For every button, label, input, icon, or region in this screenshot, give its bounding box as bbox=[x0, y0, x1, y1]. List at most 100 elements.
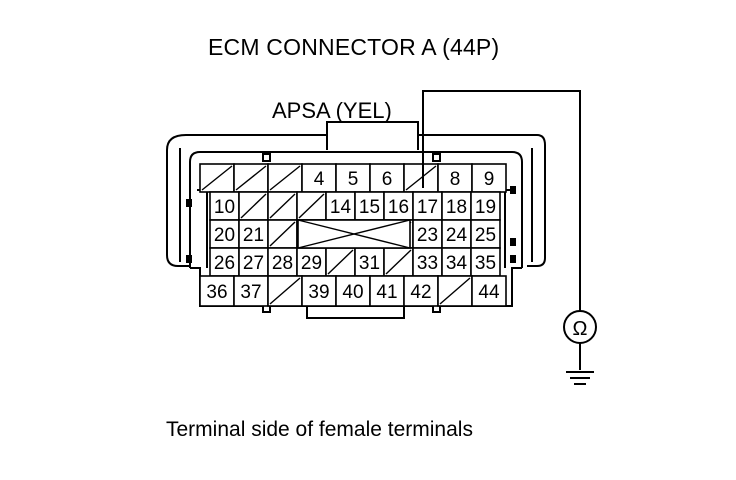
terminal-cell: 34 bbox=[441, 247, 472, 277]
terminal-cell bbox=[437, 275, 473, 307]
connector-title: ECM CONNECTOR A (44P) bbox=[208, 34, 500, 60]
terminal-number: 15 bbox=[359, 197, 380, 218]
terminal-number: 37 bbox=[240, 282, 261, 303]
terminal-cell: 4 bbox=[301, 163, 337, 193]
terminal-number: 26 bbox=[214, 253, 235, 274]
unused-terminal-slash bbox=[240, 193, 267, 219]
terminal-cell: 28 bbox=[267, 247, 298, 277]
housing-ticks bbox=[262, 153, 441, 313]
terminal-cell: 35 bbox=[470, 247, 501, 277]
terminal-cell: 39 bbox=[301, 275, 337, 307]
terminal-cell: 25 bbox=[470, 219, 501, 249]
terminal-number: 10 bbox=[214, 197, 235, 218]
terminal-cell: 15 bbox=[354, 191, 385, 221]
terminal-cell: 40 bbox=[335, 275, 371, 307]
terminal-number: 25 bbox=[475, 225, 496, 246]
unused-terminal-slash bbox=[269, 193, 296, 219]
terminal-number: 14 bbox=[330, 197, 352, 218]
terminal-cell: 17 bbox=[412, 191, 443, 221]
terminal-number: 28 bbox=[272, 253, 293, 274]
terminal-number: 33 bbox=[417, 253, 438, 274]
terminal-cell bbox=[383, 247, 414, 277]
terminal-cell: 24 bbox=[441, 219, 472, 249]
terminal-cell: 41 bbox=[369, 275, 405, 307]
terminal-number: 27 bbox=[243, 253, 264, 274]
terminal-cell: 42 bbox=[403, 275, 439, 307]
housing-latches bbox=[186, 186, 516, 263]
terminal-cell bbox=[267, 219, 298, 249]
terminal-cell: 37 bbox=[233, 275, 269, 307]
terminal-number: 19 bbox=[475, 197, 496, 218]
terminal-cell: 26 bbox=[209, 247, 240, 277]
unused-terminal-slash bbox=[327, 249, 354, 275]
terminal-number: 23 bbox=[417, 225, 438, 246]
unused-terminal-slash bbox=[269, 165, 301, 191]
terminal-cell: 20 bbox=[209, 219, 240, 249]
terminal-cell: 21 bbox=[238, 219, 269, 249]
terminal-number: 41 bbox=[376, 282, 397, 303]
terminal-cell bbox=[238, 191, 269, 221]
terminal-cell: 9 bbox=[471, 163, 507, 193]
wire-label: APSA (YEL) bbox=[272, 98, 392, 123]
terminal-cell: 29 bbox=[296, 247, 327, 277]
terminal-number: 24 bbox=[446, 225, 468, 246]
terminal-cell bbox=[267, 163, 303, 193]
terminal-cell: 5 bbox=[335, 163, 371, 193]
terminal-cell: 18 bbox=[441, 191, 472, 221]
terminal-number: 44 bbox=[478, 282, 500, 303]
view-caption: Terminal side of female terminals bbox=[166, 418, 473, 441]
terminal-cell bbox=[199, 163, 235, 193]
terminal-cell: 44 bbox=[471, 275, 507, 307]
unused-terminal-slash bbox=[405, 165, 437, 191]
terminal-cell: 36 bbox=[199, 275, 235, 307]
terminal-number: 36 bbox=[206, 282, 227, 303]
terminal-cell: 31 bbox=[354, 247, 385, 277]
terminal-number: 4 bbox=[314, 169, 325, 190]
terminal-number: 39 bbox=[308, 282, 329, 303]
terminal-cell: 16 bbox=[383, 191, 414, 221]
terminal-number: 17 bbox=[417, 197, 438, 218]
ground-icon bbox=[566, 371, 594, 385]
meter-circuit bbox=[422, 90, 597, 385]
unused-terminal-slash bbox=[269, 277, 301, 305]
terminal-cell: 33 bbox=[412, 247, 443, 277]
terminal-cell: 10 bbox=[209, 191, 240, 221]
unused-terminal-slash bbox=[385, 249, 412, 275]
blank-block bbox=[297, 219, 411, 249]
terminal-number: 5 bbox=[348, 169, 359, 190]
terminal-number: 20 bbox=[214, 225, 235, 246]
terminal-number: 34 bbox=[446, 253, 468, 274]
terminal-cell bbox=[267, 275, 303, 307]
terminal-number: 35 bbox=[475, 253, 496, 274]
terminal-number: 8 bbox=[450, 169, 461, 190]
terminal-number: 21 bbox=[243, 225, 264, 246]
terminal-number: 29 bbox=[301, 253, 322, 274]
terminal-cell bbox=[233, 163, 269, 193]
unused-terminal-slash bbox=[269, 221, 296, 247]
terminal-cell: 14 bbox=[325, 191, 356, 221]
terminal-cell: 27 bbox=[238, 247, 269, 277]
terminal-cell: 8 bbox=[437, 163, 473, 193]
unused-terminal-slash bbox=[298, 193, 325, 219]
terminal-cell: 19 bbox=[470, 191, 501, 221]
terminal-number: 42 bbox=[410, 282, 431, 303]
ohm-symbol: Ω bbox=[573, 318, 588, 340]
terminal-cell bbox=[403, 163, 439, 193]
terminal-number: 31 bbox=[359, 253, 380, 274]
terminal-number: 40 bbox=[342, 282, 363, 303]
terminal-cell bbox=[325, 247, 356, 277]
unused-terminal-slash bbox=[439, 277, 471, 305]
terminal-cell bbox=[267, 191, 298, 221]
terminal-cell: 23 bbox=[412, 219, 443, 249]
unused-terminal-slash bbox=[201, 165, 233, 191]
terminal-number: 9 bbox=[484, 169, 495, 190]
terminal-number: 6 bbox=[382, 169, 393, 190]
terminal-grid: 4 5 6 8 9 10 14 15 16 17 18 19 20 21 23 24 25 26 27 28 29 31 3… bbox=[199, 163, 507, 307]
terminal-cell bbox=[296, 191, 327, 221]
terminal-cell: 6 bbox=[369, 163, 405, 193]
terminal-number: 16 bbox=[388, 197, 409, 218]
terminal-number: 18 bbox=[446, 197, 467, 218]
unused-terminal-slash bbox=[235, 165, 267, 191]
